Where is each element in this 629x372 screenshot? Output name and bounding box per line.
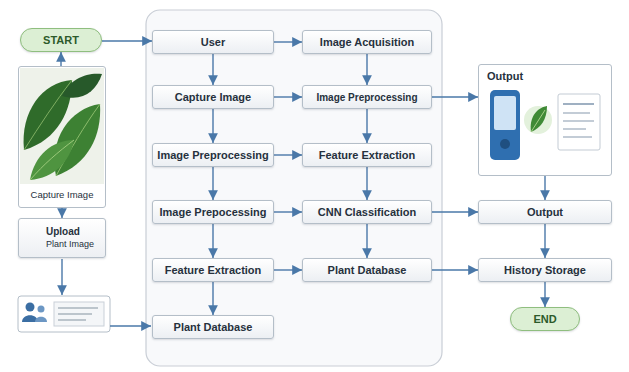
flow-arrow [432, 269, 478, 270]
flow-arrow [61, 208, 62, 218]
node-label: Image Preprocessing [157, 149, 268, 162]
node-label: Capture Image [31, 188, 94, 201]
node-label: Output [487, 70, 523, 83]
flow-arrow [212, 54, 213, 85]
image-card: Capture Image [18, 66, 106, 208]
terminal-pill: START [20, 28, 102, 52]
flow-arrow [212, 224, 213, 258]
process-box: Image Preprocessing [302, 85, 432, 109]
flow-arrow [102, 40, 152, 41]
user-form-icon [18, 296, 110, 332]
output-panel: Output [478, 64, 612, 176]
process-box: Feature Extraction [152, 258, 274, 282]
flow-arrow [274, 96, 302, 97]
output-illustration [478, 64, 612, 176]
flow-arrow [544, 176, 545, 200]
node-label: START [43, 34, 79, 47]
node-label: History Storage [504, 264, 586, 277]
flow-arrow [274, 154, 302, 155]
node-label: Output [527, 206, 563, 219]
flow-arrow [432, 96, 478, 97]
node-label: Image Preprocessing [316, 91, 417, 104]
flow-arrow [366, 54, 367, 85]
node-label: Plant Database [174, 321, 253, 334]
flow-arrow [274, 211, 302, 212]
flow-arrow [212, 109, 213, 143]
node-label: CNN Classification [318, 206, 416, 219]
node-label: Plant Database [328, 264, 407, 277]
flow-arrow [212, 167, 213, 200]
flow-arrow [212, 282, 213, 315]
node-label: Capture Image [175, 91, 251, 104]
flow-arrow [366, 109, 367, 143]
flow-arrow [110, 325, 151, 326]
node-label: Upload [46, 226, 80, 238]
node-label: Feature Extraction [319, 149, 416, 162]
flow-arrow [544, 224, 545, 258]
node-label: User [201, 36, 225, 49]
flow-arrow [274, 269, 302, 270]
process-container [146, 10, 442, 366]
node-label: Image Prepocessing [160, 206, 267, 219]
node-label: Plant Image [46, 238, 94, 250]
process-box: Image Preprocessing [152, 143, 274, 167]
process-box: User [152, 30, 274, 54]
process-box: History Storage [478, 258, 612, 282]
flow-arrow [544, 282, 545, 307]
flow-arrow [366, 167, 367, 200]
database-box: Plant Database [152, 315, 274, 339]
process-box: Output [478, 200, 612, 224]
process-box: Feature Extraction [302, 143, 432, 167]
process-box: CNN Classification [302, 200, 432, 224]
node-label: Image Acquisition [320, 36, 414, 49]
flow-arrow [61, 259, 62, 295]
process-box: Image Acquisition [302, 30, 432, 54]
flow-arrow [432, 211, 478, 212]
flow-arrow [60, 52, 61, 66]
process-box: Capture Image [152, 85, 274, 109]
node-label: END [533, 313, 556, 326]
leaf-photo [18, 66, 106, 208]
flow-arrow [366, 224, 367, 258]
node-label: Feature Extraction [165, 264, 262, 277]
terminal-pill: END [510, 307, 580, 331]
upload-card: UploadPlant Image [18, 218, 106, 258]
process-box: Image Prepocessing [152, 200, 274, 224]
flow-arrow [274, 41, 302, 42]
database-box: Plant Database [302, 258, 432, 282]
